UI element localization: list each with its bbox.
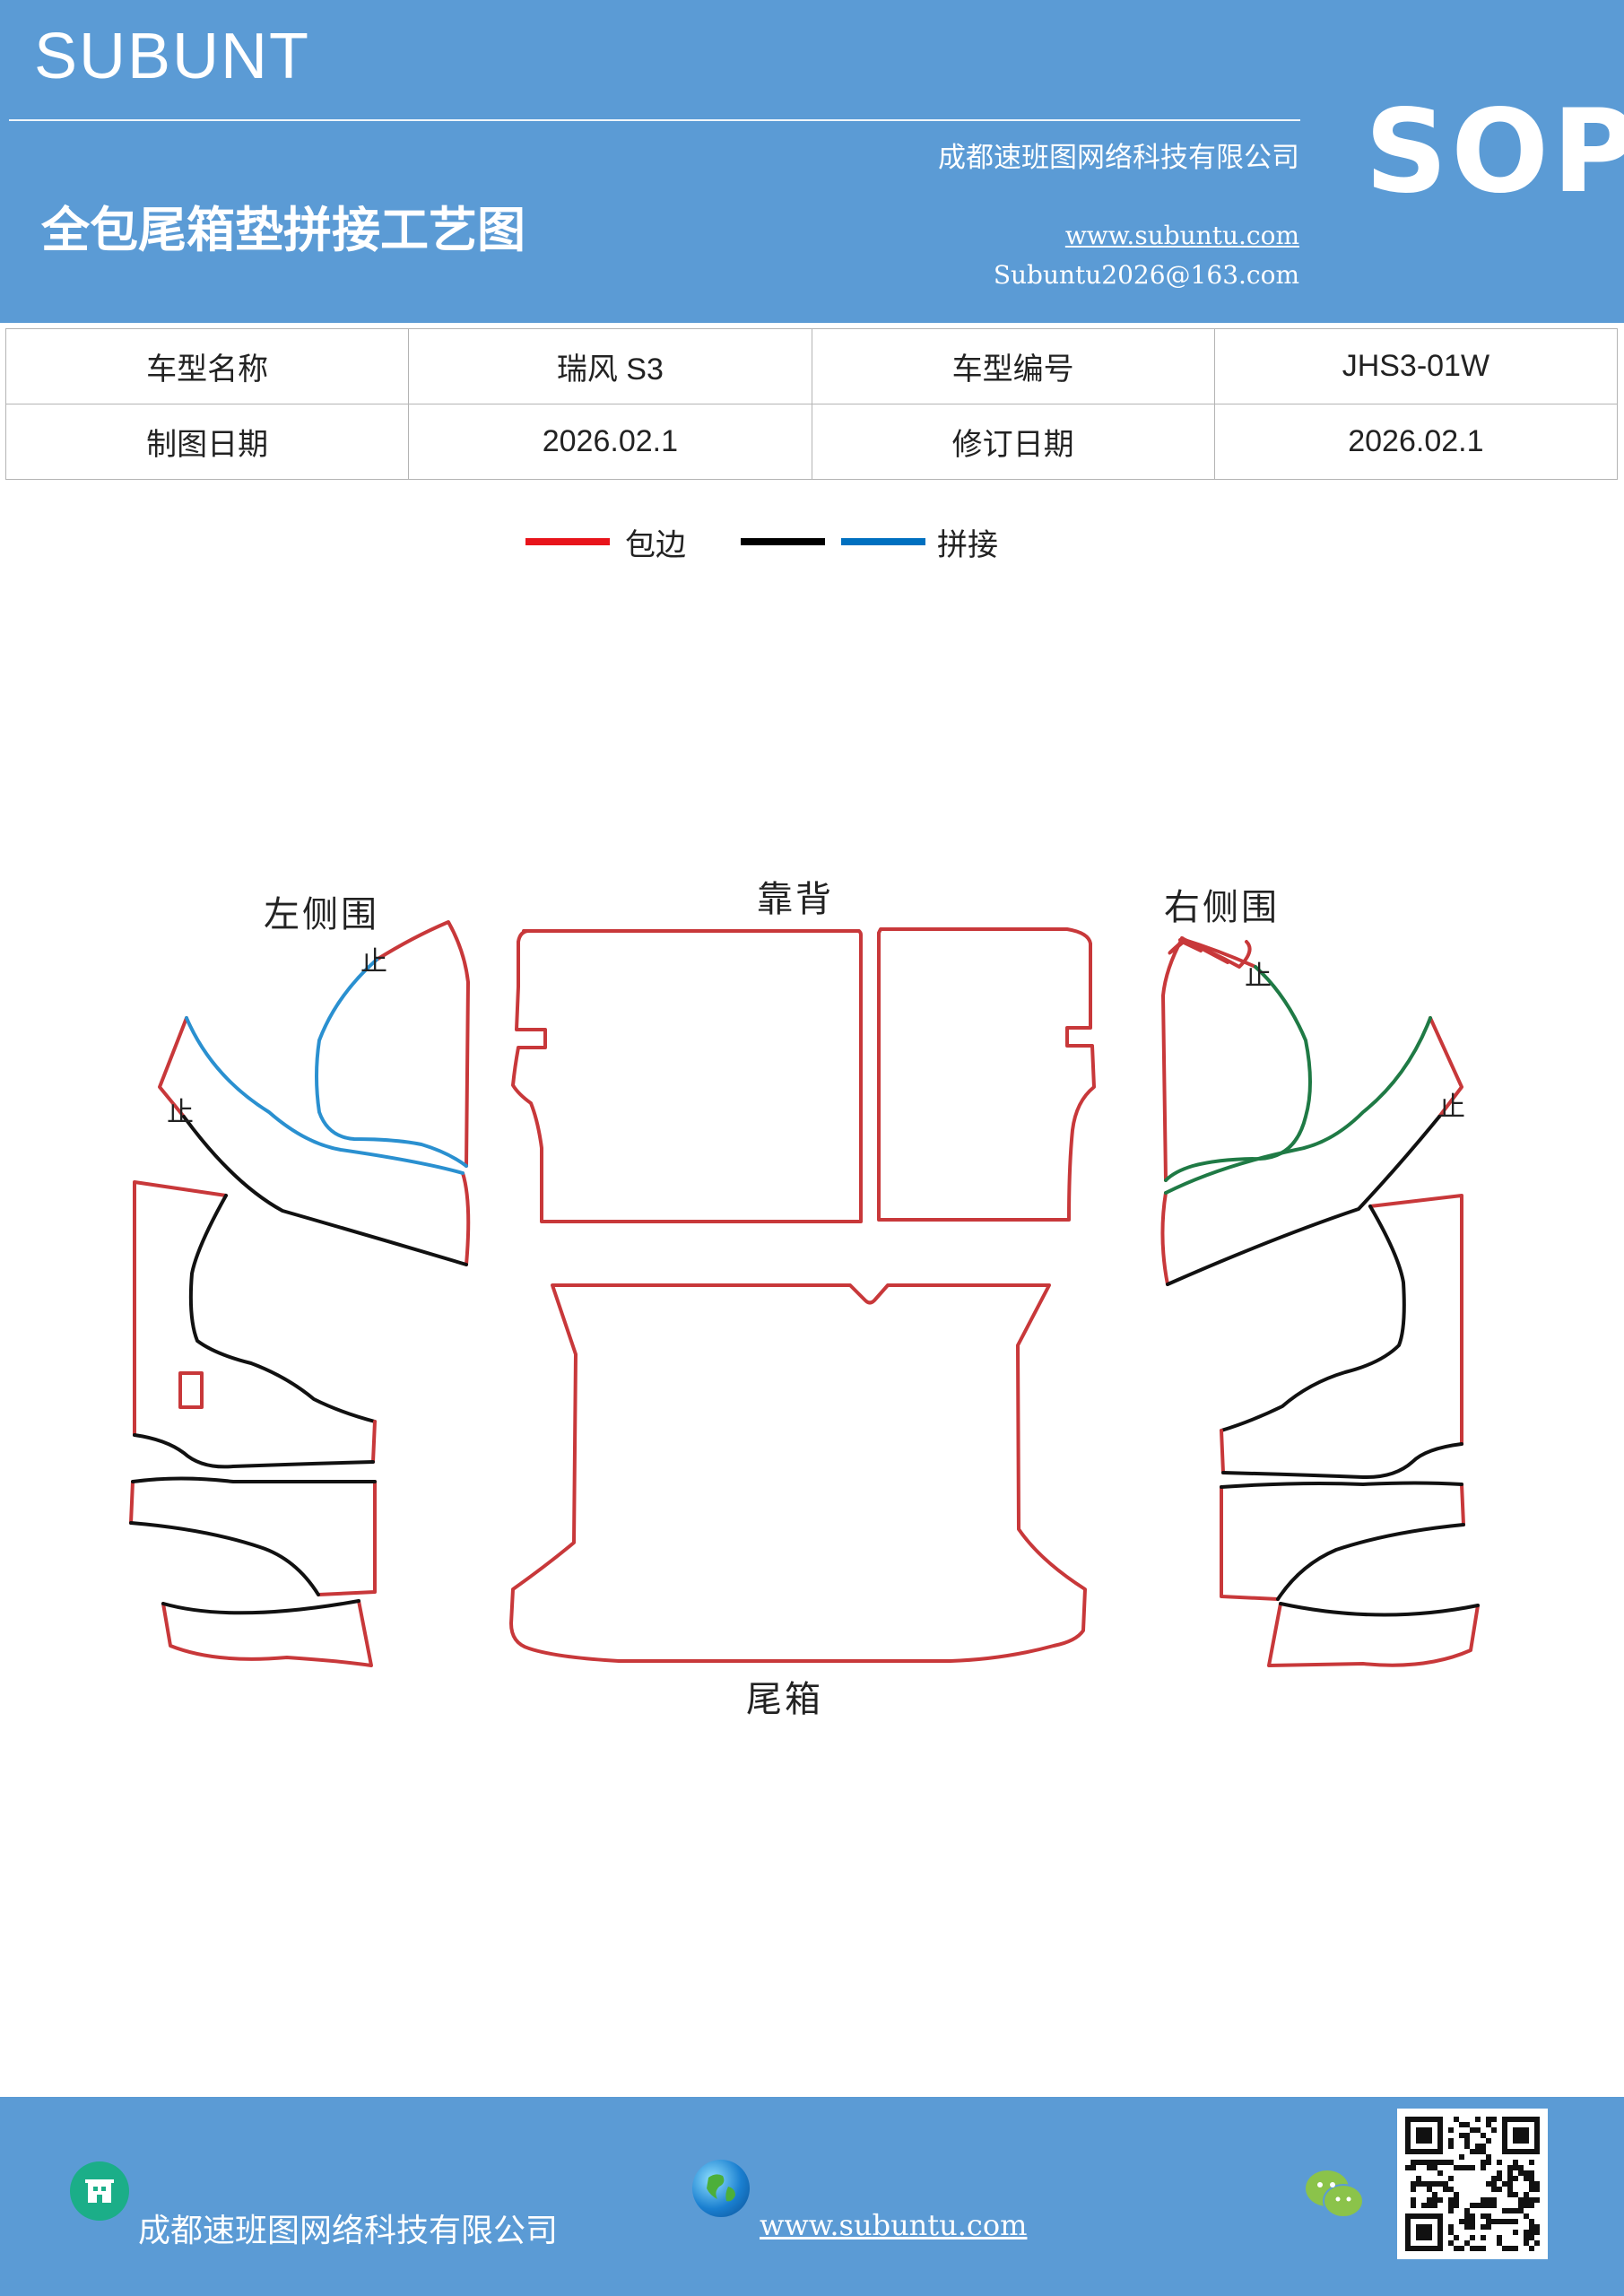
draw-date-value: 2026.02.1: [408, 404, 812, 480]
right-low-cut-top: [1220, 1481, 1463, 1489]
backrest-left-edge: [511, 929, 863, 1223]
header-website-link[interactable]: www.subuntu.com: [1064, 221, 1299, 250]
vehicle-info-table: 车型名称 瑞风 S3 车型编号 JHS3-01W 制图日期 2026.02.1 …: [4, 328, 1619, 480]
header-banner: SUBUNT 成都速班图网络科技有限公司 全包尾箱垫拼接工艺图 www.subu…: [0, 0, 1624, 323]
stop-mark: 止: [1438, 1091, 1468, 1123]
model-name-label: 车型名称: [4, 328, 410, 404]
left-upper-piece-edge: [375, 920, 470, 1168]
line-legend: 包边 拼接: [0, 520, 1624, 574]
legend-swatch-edge: [525, 538, 610, 545]
left-bottom-cut: [161, 1599, 360, 1615]
right-strip-cut: [1166, 1115, 1441, 1286]
wechat-icon[interactable]: [1302, 2167, 1367, 2221]
right-upper-piece-edge: [1161, 937, 1257, 1182]
left-strip-cut: [182, 1115, 468, 1266]
right-mid-cut: [1220, 1205, 1406, 1432]
model-code-label: 车型编号: [811, 328, 1215, 404]
left-mid-hole: [178, 1371, 204, 1409]
right-low-cut: [1276, 1523, 1465, 1601]
right-mid-cut-bottom: [1221, 1442, 1463, 1480]
left-mid-edge: [133, 1180, 228, 1437]
stop-mark: 止: [167, 1097, 196, 1128]
sop-badge: SOP: [1365, 85, 1624, 219]
globe-icon: [692, 2160, 750, 2217]
left-strip-edge: [158, 1016, 188, 1118]
footer-company: 成都速班图网络科技有限公司: [138, 2213, 559, 2249]
qr-code-icon: [1397, 2109, 1548, 2259]
document-title: 全包尾箱垫拼接工艺图: [41, 202, 525, 258]
header-divider: [9, 119, 1300, 121]
right-bottom-edge: [1267, 1602, 1480, 1667]
draw-date-label: 制图日期: [4, 404, 410, 480]
right-mid-edge-left: [1220, 1429, 1225, 1474]
label-right-side: 右侧围: [1164, 887, 1280, 928]
right-upper-piece-seam: [1164, 965, 1312, 1182]
revise-date-label: 修订日期: [811, 404, 1215, 480]
label-backrest: 靠背: [757, 879, 834, 920]
label-left-side: 左侧围: [264, 894, 379, 935]
left-low-cut: [129, 1521, 320, 1596]
footer-website-link[interactable]: www.subuntu.com: [760, 2208, 1028, 2242]
legend-label-seam: 拼接: [937, 527, 998, 563]
header-company: 成都速班图网络科技有限公司: [938, 142, 1299, 174]
left-strip-seam: [185, 1016, 465, 1175]
trunk-floor-edge: [509, 1283, 1087, 1663]
right-low-edge: [1220, 1483, 1465, 1601]
model-name-value: 瑞风 S3: [408, 328, 812, 404]
backrest-right-edge: [877, 927, 1096, 1222]
right-bottom-cut: [1279, 1602, 1480, 1617]
left-mid-cut: [188, 1194, 377, 1423]
revise-date-value: 2026.02.1: [1213, 404, 1619, 480]
legend-label-edge: 包边: [625, 527, 686, 563]
building-icon: [70, 2161, 129, 2221]
left-low-edge: [129, 1480, 377, 1596]
footer-banner: 成都速班图网络科技有限公司 www.subuntu.com: [0, 2097, 1624, 2296]
left-low-cut-top: [131, 1476, 377, 1484]
stop-mark: 止: [1245, 961, 1274, 992]
left-mid-edge-right: [371, 1420, 377, 1464]
right-upper-piece-edge-lower: [1160, 1191, 1169, 1286]
left-upper-piece-seam: [315, 958, 468, 1168]
table-row: 制图日期 2026.02.1 修订日期 2026.02.1: [4, 404, 1619, 480]
label-trunk: 尾箱: [746, 1679, 823, 1720]
stop-mark: 止: [360, 946, 390, 978]
model-code-value: JHS3-01W: [1213, 328, 1619, 404]
legend-swatch-cut: [741, 538, 825, 545]
right-strip-seam: [1164, 1016, 1432, 1195]
brand-name: SUBUNT: [34, 21, 311, 92]
right-mid-edge: [1368, 1194, 1463, 1446]
left-bottom-edge: [161, 1599, 373, 1667]
right-strip-edge: [1429, 1016, 1463, 1118]
header-email: Subuntu2026@163.com: [993, 260, 1299, 290]
legend-swatch-seam: [841, 538, 925, 545]
left-mid-cut-bottom: [133, 1433, 375, 1469]
left-upper-piece-edge-lower: [461, 1171, 471, 1266]
table-row: 车型名称 瑞风 S3 车型编号 JHS3-01W: [4, 328, 1619, 404]
